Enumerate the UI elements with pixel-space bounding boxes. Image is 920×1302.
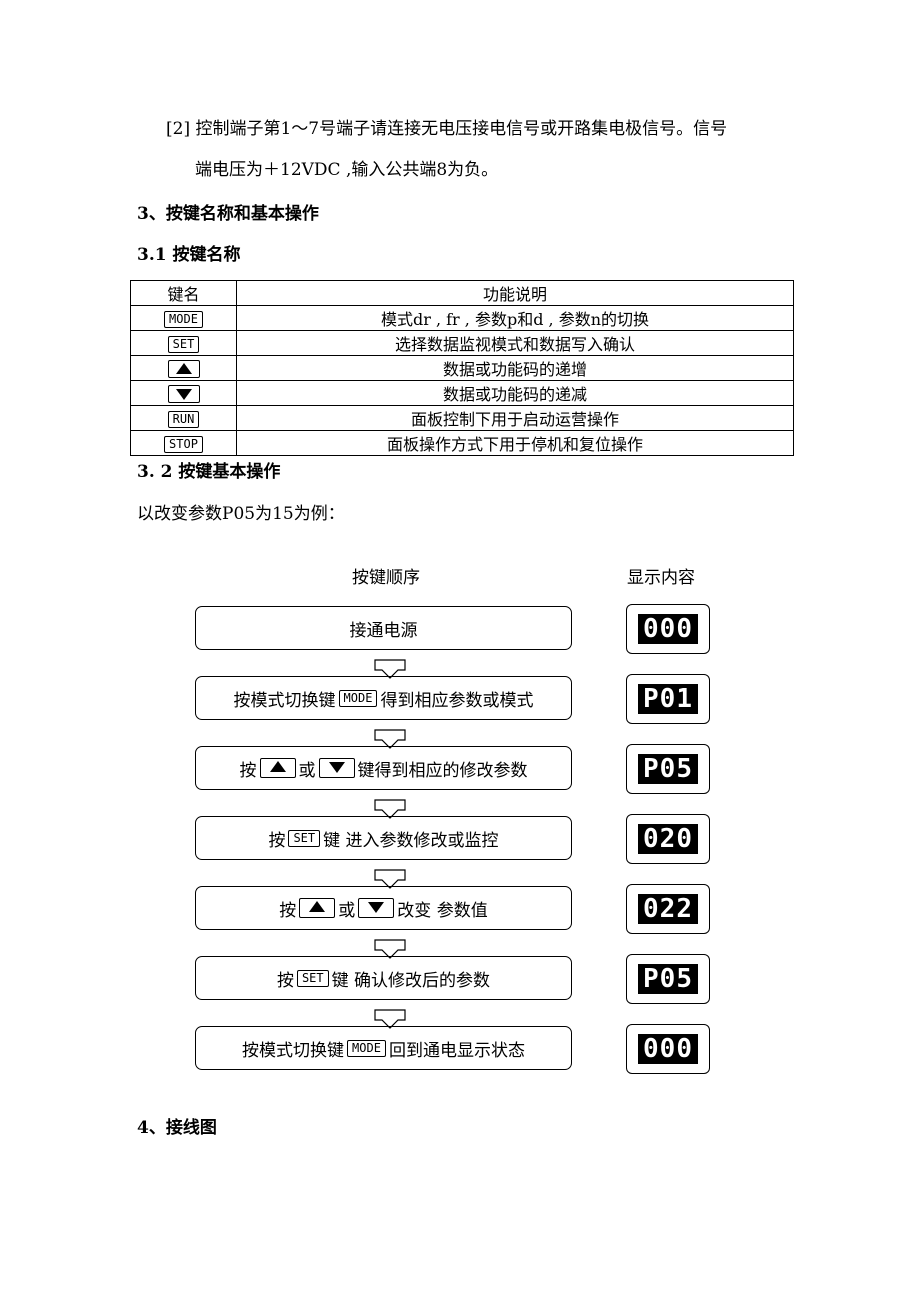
display-digits: 020	[643, 824, 693, 854]
table-row: MODE 模式dr , fr , 参数p和d , 参数n的切换	[130, 305, 794, 331]
down-arrow-icon	[318, 758, 355, 778]
display-digits: P05	[643, 754, 693, 784]
display-digits: 022	[643, 894, 693, 924]
flow-step-mode: 按模式切换键 MODE 得到相应参数或模式	[195, 676, 572, 720]
step-text: 按	[268, 830, 286, 851]
step-text: 按	[279, 900, 297, 921]
flow-arrow-icon	[374, 799, 406, 819]
set-key: SET	[288, 829, 321, 847]
flow-arrow-icon	[374, 729, 406, 749]
up-arrow-icon	[259, 758, 296, 778]
step-text: 或	[338, 900, 356, 921]
step-text: 按	[276, 970, 294, 991]
table-row: 数据或功能码的递增	[130, 355, 794, 381]
flow-arrow-icon	[374, 659, 406, 679]
flow-step-select-param: 按 或 键得到相应的修改参数	[195, 746, 572, 790]
step-text: 改变 参数值	[397, 900, 488, 921]
step-text: 按模式切换键	[242, 1040, 345, 1061]
table-cell-desc: 选择数据监视模式和数据写入确认	[236, 330, 794, 356]
set-key: SET	[296, 969, 329, 987]
table-cell-desc: 数据或功能码的递增	[236, 355, 794, 381]
table-cell-desc: 面板操作方式下用于停机和复位操作	[236, 430, 794, 456]
note-line-2: 端电压为＋12VDC ,输入公共端8为负。	[195, 160, 499, 180]
flow-arrow-icon	[374, 869, 406, 889]
flow-step-confirm: 按 SET 键 确认修改后的参数	[195, 956, 572, 1000]
flow-step-enter: 按 SET 键 进入参数修改或监控	[195, 816, 572, 860]
set-key: SET	[167, 335, 200, 353]
stop-key: STOP	[164, 435, 203, 453]
example-text: 以改变参数P05为15为例：	[137, 504, 345, 524]
flow-column-left-label: 按键顺序	[352, 568, 420, 588]
table-cell-desc: 数据或功能码的递减	[236, 380, 794, 406]
run-key: RUN	[167, 410, 200, 428]
display-panel: P01	[626, 674, 710, 724]
mode-key: MODE	[347, 1039, 386, 1057]
down-arrow-icon	[358, 898, 395, 918]
display-panel: 000	[626, 604, 710, 654]
step-text: 按模式切换键	[233, 690, 336, 711]
display-digits: 000	[643, 1034, 693, 1064]
step-text: 接通电源	[349, 620, 418, 641]
section-3-2-title: 3. 2 按键基本操作	[137, 462, 281, 482]
key-table: 键名 功能说明 MODE 模式dr , fr , 参数p和d , 参数n的切换 …	[130, 280, 794, 456]
table-cell-desc: 模式dr , fr , 参数p和d , 参数n的切换	[236, 305, 794, 331]
table-row: RUN 面板控制下用于启动运营操作	[130, 405, 794, 431]
table-row: SET 选择数据监视模式和数据写入确认	[130, 330, 794, 356]
step-text: 按	[239, 760, 257, 781]
mode-key: MODE	[164, 310, 203, 328]
table-cell-desc: 面板控制下用于启动运营操作	[236, 405, 794, 431]
display-panel: P05	[626, 744, 710, 794]
display-panel: 022	[626, 884, 710, 934]
flow-step-change-value: 按 或 改变 参数值	[195, 886, 572, 930]
section-4-title: 4、接线图	[137, 1118, 217, 1138]
display-digits: P05	[643, 964, 693, 994]
up-arrow-icon	[167, 359, 200, 378]
display-panel: 020	[626, 814, 710, 864]
down-arrow-icon	[167, 384, 200, 403]
flow-arrow-icon	[374, 939, 406, 959]
step-text: 键 进入参数修改或监控	[323, 830, 499, 851]
display-panel: P05	[626, 954, 710, 1004]
display-panel: 000	[626, 1024, 710, 1074]
table-row: 数据或功能码的递减	[130, 380, 794, 406]
section-3-1-title: 3.1 按键名称	[137, 245, 241, 265]
step-text: 回到通电显示状态	[388, 1040, 525, 1061]
mode-key: MODE	[338, 689, 378, 707]
step-text: 键 确认修改后的参数	[331, 970, 491, 991]
display-digits: 000	[643, 614, 693, 644]
flow-arrow-icon	[374, 1009, 406, 1029]
step-text: 得到相应参数或模式	[380, 690, 534, 711]
display-digits: P01	[643, 684, 693, 714]
flow-step-power-on: 接通电源	[195, 606, 572, 650]
up-arrow-icon	[299, 898, 336, 918]
step-text: 或	[298, 760, 316, 781]
table-header-key: 键名	[130, 280, 237, 306]
section-3-title: 3、按键名称和基本操作	[137, 204, 319, 224]
flow-column-right-label: 显示内容	[627, 568, 695, 588]
note-line-1: [2] 控制端子第1～7号端子请连接无电压接电信号或开路集电极信号。信号	[166, 119, 728, 139]
step-text: 键得到相应的修改参数	[357, 760, 528, 781]
flow-step-return: 按模式切换键 MODE 回到通电显示状态	[195, 1026, 572, 1070]
table-row: STOP 面板操作方式下用于停机和复位操作	[130, 430, 794, 456]
